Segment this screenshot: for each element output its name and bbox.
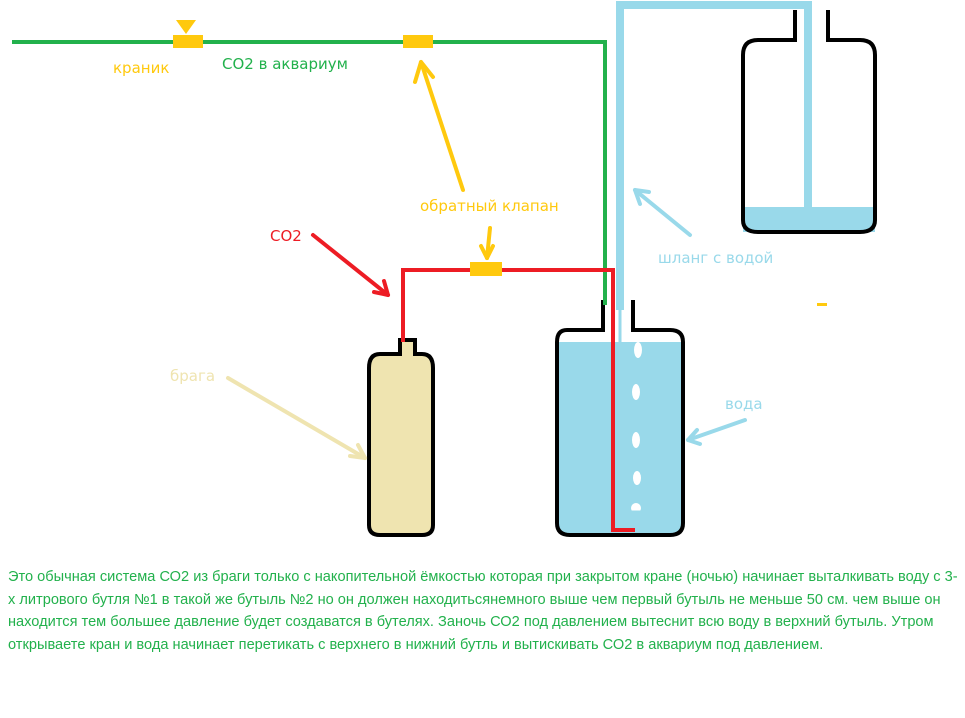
description-text: Это обычная система СО2 из браги только …	[8, 569, 958, 653]
water-hose	[616, 1, 812, 310]
check-valve-bottom	[470, 262, 502, 276]
arrow-check-valve-bottom	[479, 226, 495, 260]
arrow-mash	[226, 376, 367, 460]
tap-handle	[176, 20, 196, 34]
label-water: вода	[725, 395, 763, 413]
label-water-hose: шланг с водой	[658, 249, 773, 267]
label-co2-to-aquarium: СО2 в аквариум	[222, 55, 348, 73]
arrow-check-valve-top	[413, 60, 465, 192]
label-check-valve: обратный клапан	[420, 197, 559, 215]
co2-line-from-mash	[401, 268, 635, 532]
label-mash: брага	[170, 367, 215, 385]
check-valve-top	[403, 35, 433, 48]
arrow-co2	[311, 233, 390, 297]
mash-bottle	[367, 338, 435, 537]
arrow-water-hose	[633, 188, 692, 237]
label-co2: СО2	[270, 227, 302, 245]
arrow-water	[686, 418, 747, 446]
label-tap: краник	[113, 59, 169, 77]
co2-line-to-aquarium	[12, 40, 607, 305]
tap-valve	[173, 35, 203, 48]
